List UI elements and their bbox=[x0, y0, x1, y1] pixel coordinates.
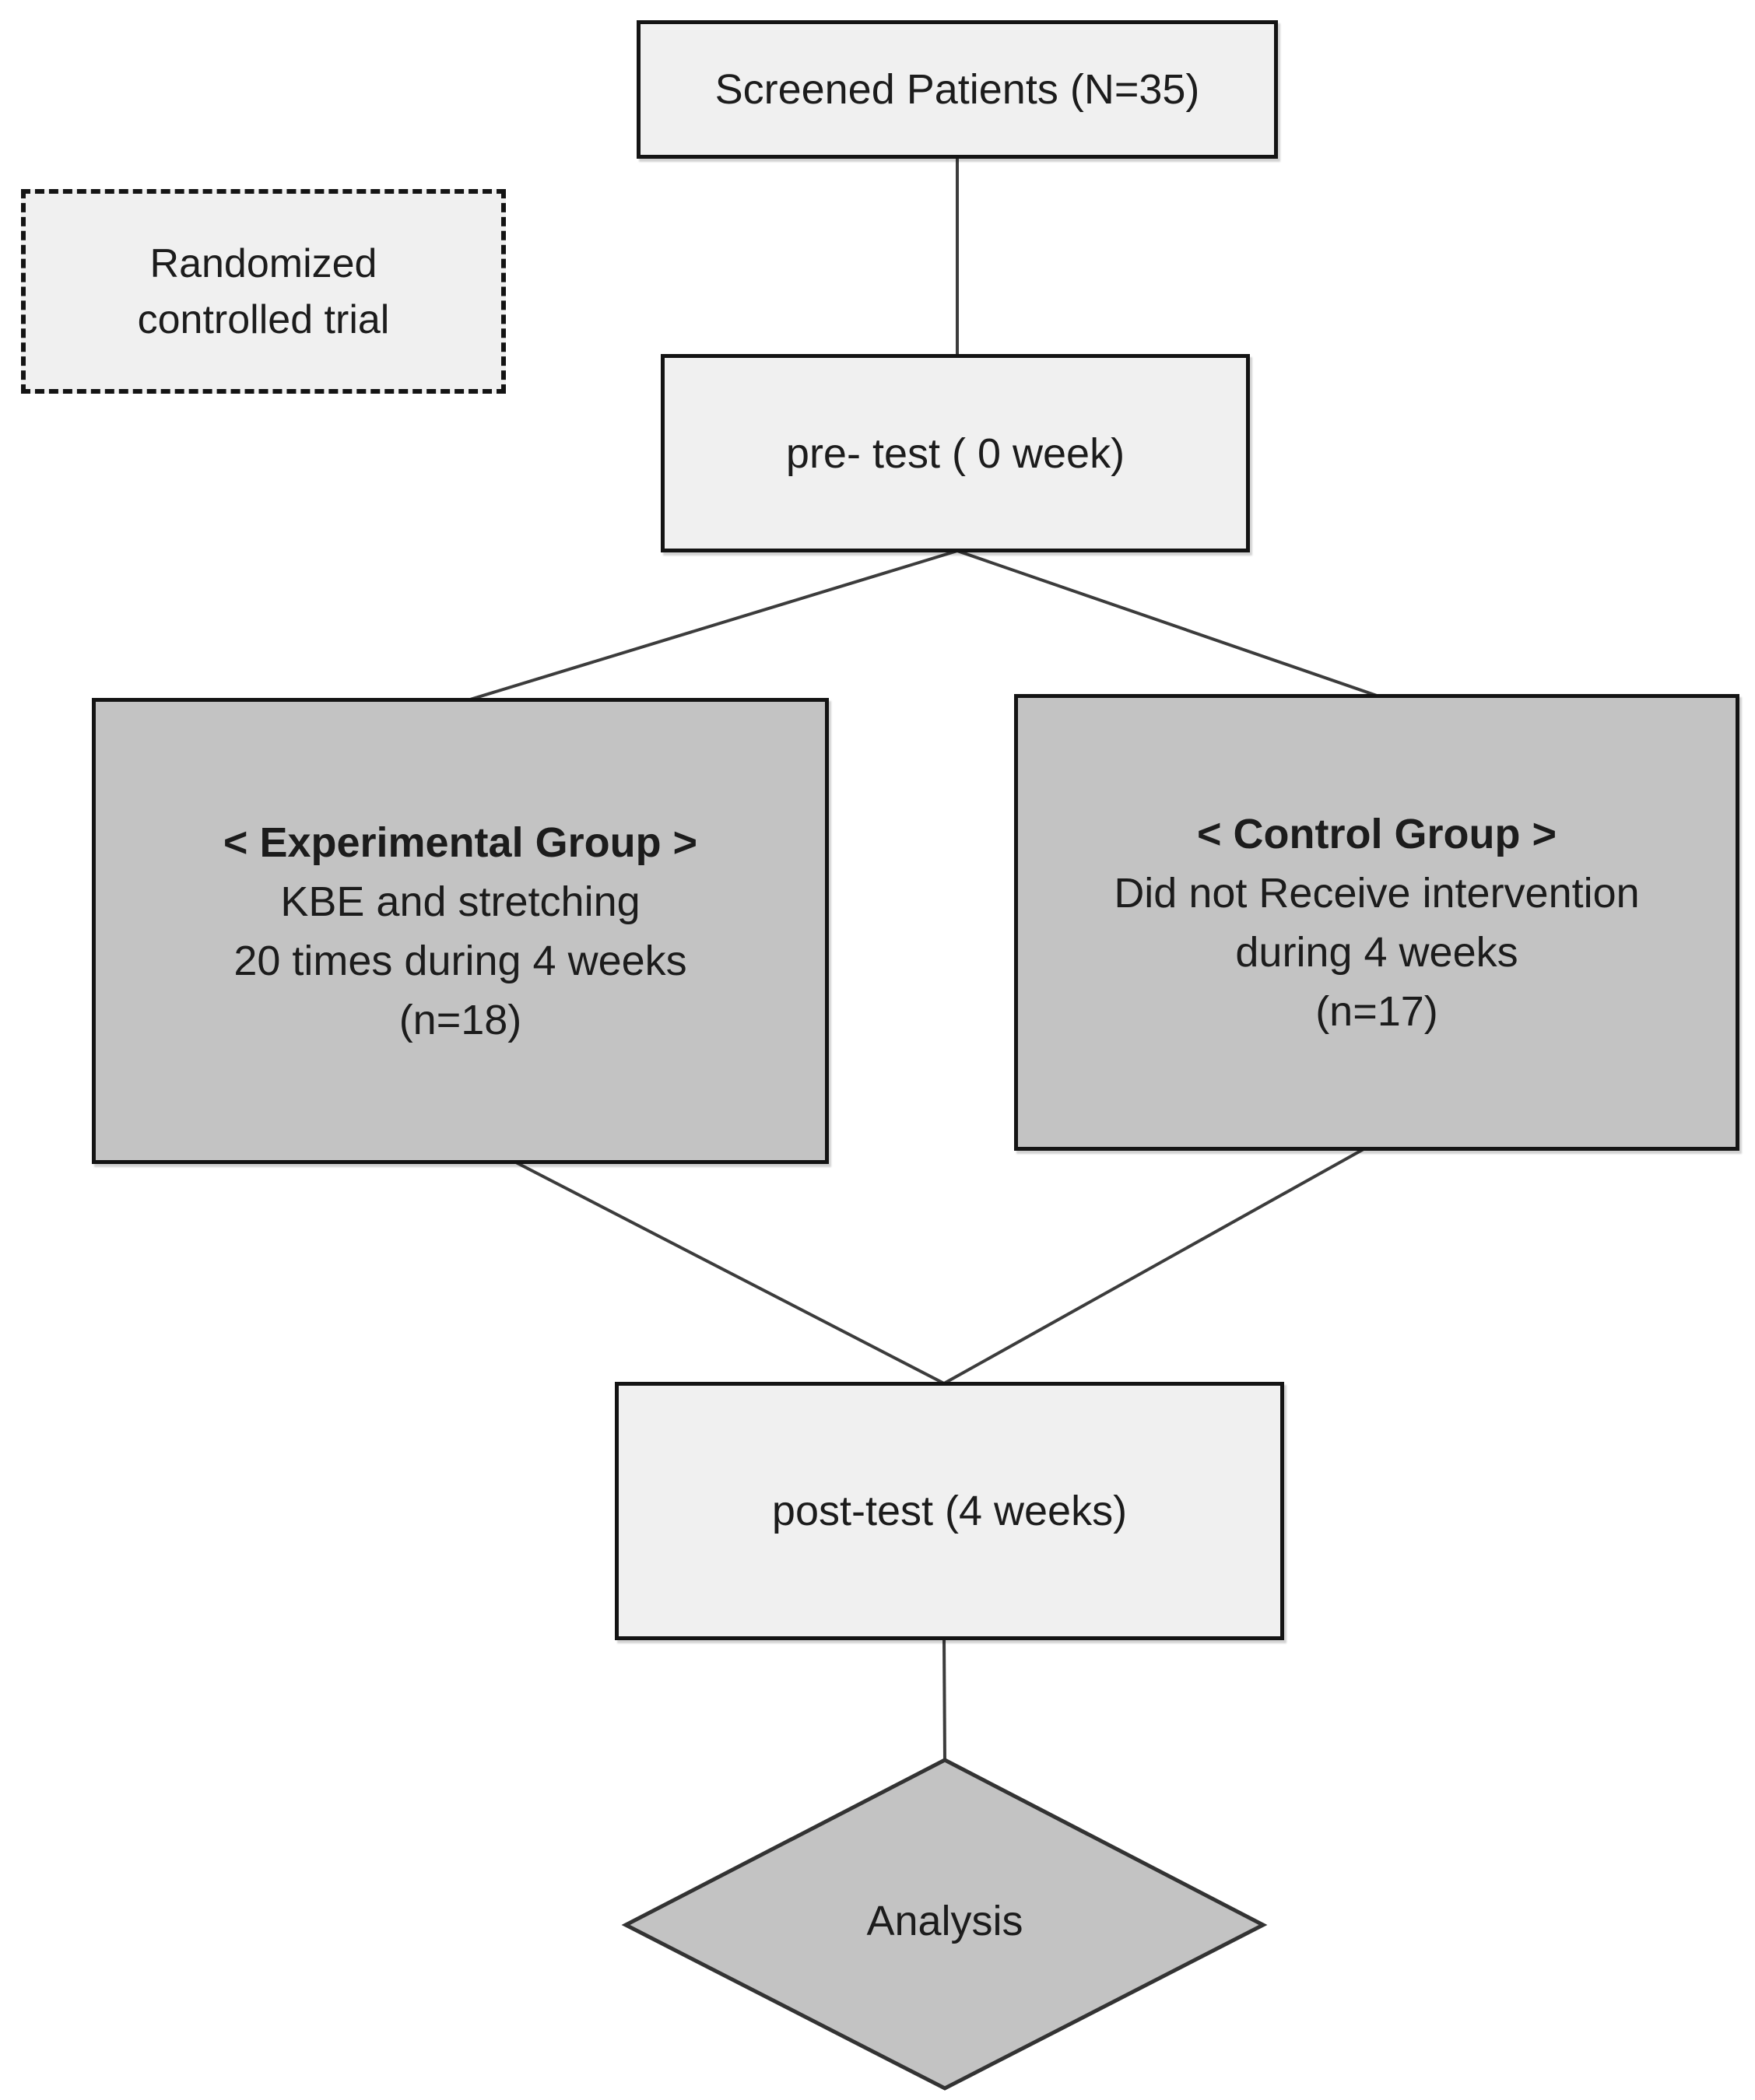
rct-note-line-1: Randomized bbox=[149, 240, 377, 286]
analysis-label: Analysis bbox=[866, 1898, 1023, 1944]
screened-patients-box: Screened Patients (N=35) bbox=[637, 20, 1278, 159]
control-group-line-1: Did not Receive intervention bbox=[1114, 869, 1640, 917]
experimental-group-line-1: KBE and stretching bbox=[280, 878, 641, 925]
post-test-label: post-test (4 weeks) bbox=[771, 1488, 1128, 1534]
experimental-group-box: < Experimental Group > KBE and stretchin… bbox=[92, 698, 829, 1164]
experimental-group-n: (n=18) bbox=[398, 996, 522, 1043]
control-group-heading: < Control Group > bbox=[1196, 810, 1557, 857]
control-group-box: < Control Group > Did not Receive interv… bbox=[1014, 694, 1739, 1151]
post-test-box: post-test (4 weeks) bbox=[615, 1382, 1284, 1640]
control-group-n: (n=17) bbox=[1315, 987, 1438, 1035]
analysis-diamond bbox=[621, 1758, 1268, 2091]
experimental-group-line-2: 20 times during 4 weeks bbox=[233, 937, 687, 984]
experimental-group-heading: < Experimental Group > bbox=[223, 819, 698, 866]
pre-test-box: pre- test ( 0 week) bbox=[661, 354, 1250, 552]
rct-note-line-2: controlled trial bbox=[137, 296, 390, 342]
control-group-line-2: during 4 weeks bbox=[1235, 928, 1518, 976]
pre-test-label: pre- test ( 0 week) bbox=[785, 429, 1125, 477]
screened-patients-label: Screened Patients (N=35) bbox=[714, 66, 1200, 113]
randomized-controlled-trial-note: Randomized controlled trial bbox=[21, 189, 506, 394]
